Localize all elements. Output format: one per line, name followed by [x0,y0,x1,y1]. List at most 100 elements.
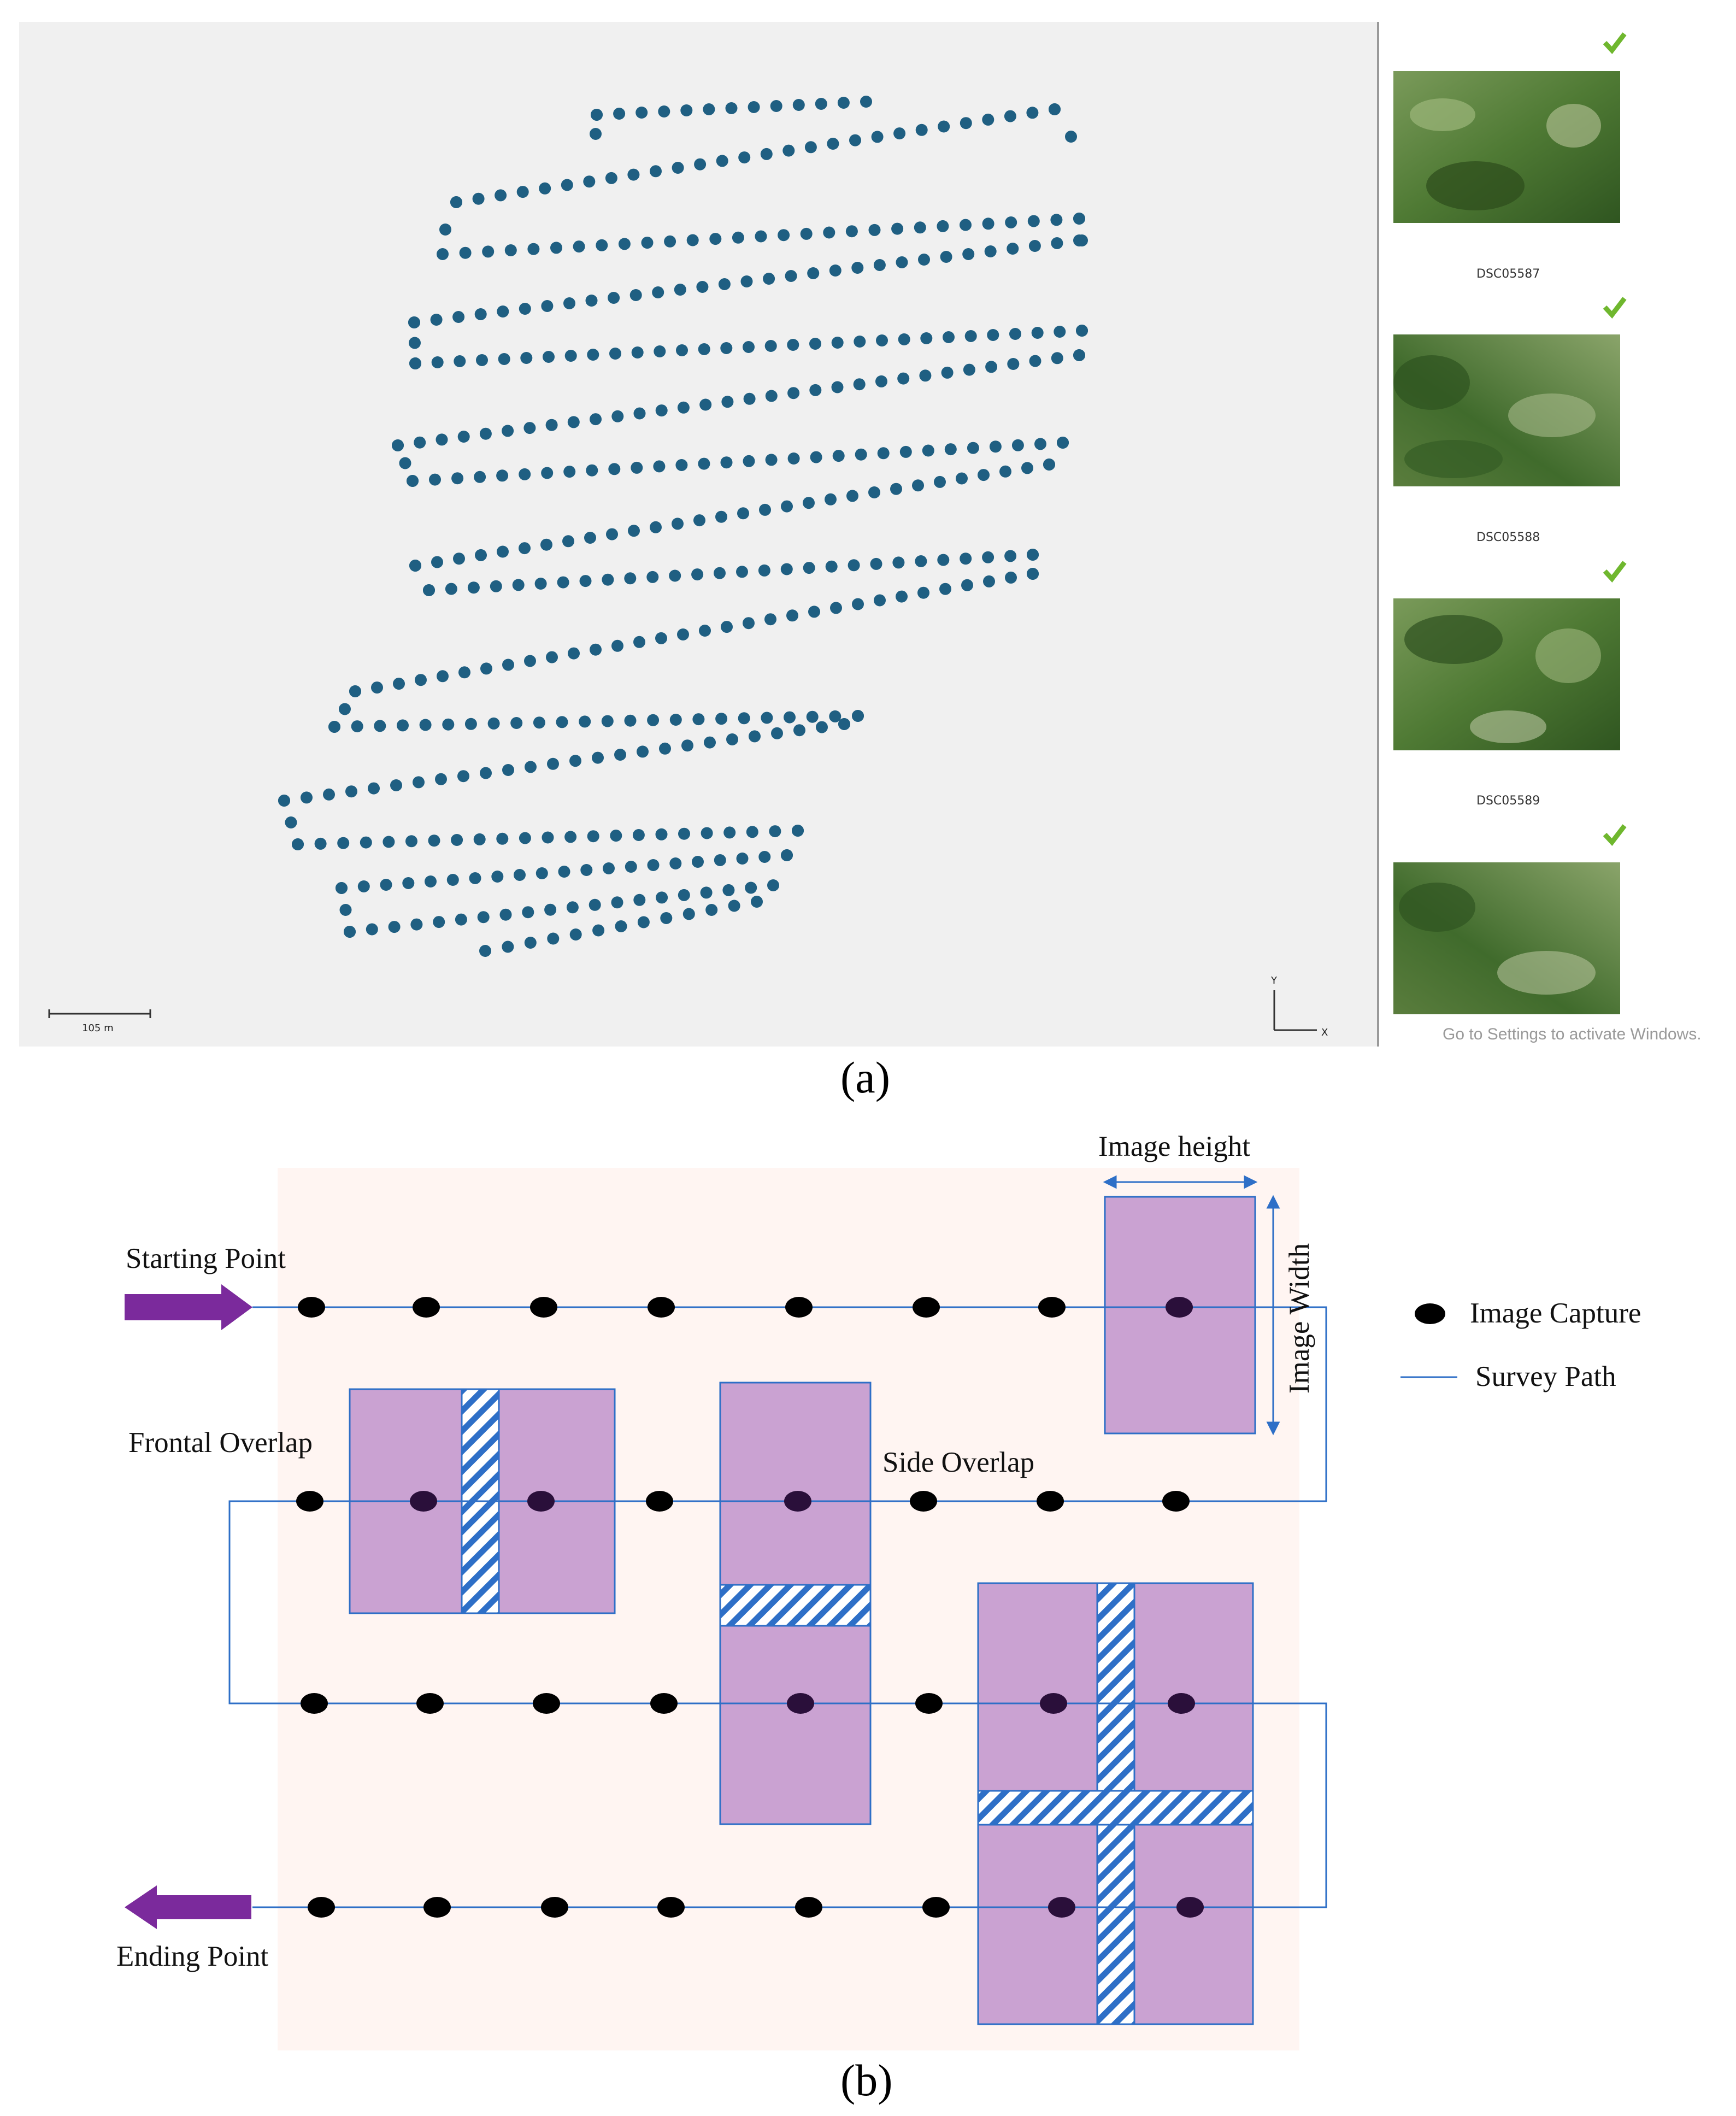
capture-point [602,573,614,586]
image-capture-point [915,1693,943,1714]
image-width-label: Image Width [1284,1243,1315,1394]
capture-point [664,235,676,248]
capture-point [388,921,401,933]
thumbnail-3[interactable]: DSC05589 [1393,561,1627,808]
capture-point [504,244,517,256]
capture-point [535,867,548,879]
capture-point [868,486,880,498]
capture-point [855,448,867,461]
capture-point [810,451,822,463]
capture-point [512,579,525,591]
capture-point [874,594,886,607]
survey-path [228,1306,1327,1908]
capture-point [498,353,510,365]
capture-point [278,795,290,807]
capture-point [984,245,997,257]
capture-point [583,175,596,188]
capture-point [677,401,690,414]
capture-point [897,372,910,385]
capture-point [691,568,704,581]
capture-point [469,872,481,884]
capture-point [339,904,352,916]
capture-point [382,836,395,848]
capture-point [659,742,671,755]
image-capture-point [1038,1297,1066,1318]
side-overlap-hatch [719,1584,872,1627]
capture-point [631,346,644,358]
capture-point [633,636,645,648]
capture-point [831,337,844,349]
panel-divider [1377,22,1379,1047]
capture-point [848,559,860,572]
capture-point [541,300,554,312]
capture-point [681,739,693,752]
capture-point [564,350,577,362]
capture-point [653,460,666,473]
capture-point [738,712,750,725]
capture-point [610,830,622,842]
capture-point [1034,438,1046,450]
capture-point [566,901,579,914]
capture-point [982,551,994,563]
capture-point [1004,110,1016,122]
capture-point [740,275,753,287]
legend-capture-marker [1415,1303,1445,1324]
check-icon [1603,561,1627,583]
image-capture-point [413,1297,440,1318]
capture-point [760,148,773,160]
thumbnail-1[interactable]: DSC05587 [1393,32,1627,281]
capture-point [514,869,526,881]
thumbnail-caption: DSC05588 [1476,531,1540,544]
capture-point [728,900,740,912]
capture-point [677,628,689,640]
capture-point [803,562,815,574]
capture-point [524,937,537,949]
capture-point [592,924,605,937]
capture-point [351,720,363,733]
capture-point [633,407,646,420]
capture-point [852,598,864,610]
capture-point [767,879,779,891]
capture-point [827,138,839,150]
capture-point [490,580,502,592]
capture-point [442,718,455,731]
capture-point [934,475,946,488]
capture-point [590,413,602,426]
capture-point [698,343,710,355]
capture-point [1026,107,1039,119]
capture-point [890,483,902,495]
capture-point [763,273,775,285]
image-capture-point [648,1297,675,1318]
capture-point [853,378,866,391]
thumbnail-4[interactable]: Go to Settings to activate Windows. [1393,824,1702,1043]
capture-point [1043,459,1055,471]
capture-point [433,916,445,928]
capture-point [408,316,420,328]
capture-point [402,877,415,889]
capture-point [701,827,713,839]
capture-point [781,849,793,861]
side-overlap-label: Side Overlap [882,1447,1034,1478]
capture-point [787,452,800,465]
capture-point [527,243,540,255]
image-capture-point [795,1897,822,1918]
capture-point [714,567,726,579]
capture-point [439,224,451,236]
capture-point [459,246,472,259]
capture-point [423,584,435,596]
capture-point [1051,237,1063,249]
capture-point [825,560,838,573]
thumbnail-2[interactable]: DSC05588 [1393,297,1627,544]
flight-plan-map [19,22,1377,1047]
capture-point [590,643,602,656]
capture-point [967,442,979,454]
capture-point [823,226,835,239]
end-arrow-icon [125,1885,251,1929]
panel-a-label: (a) [840,1053,891,1102]
capture-point [474,308,487,320]
capture-point [368,782,380,795]
capture-point [510,717,523,729]
capture-point [669,569,681,582]
image-capture-point [530,1297,557,1318]
capture-point [918,254,930,266]
